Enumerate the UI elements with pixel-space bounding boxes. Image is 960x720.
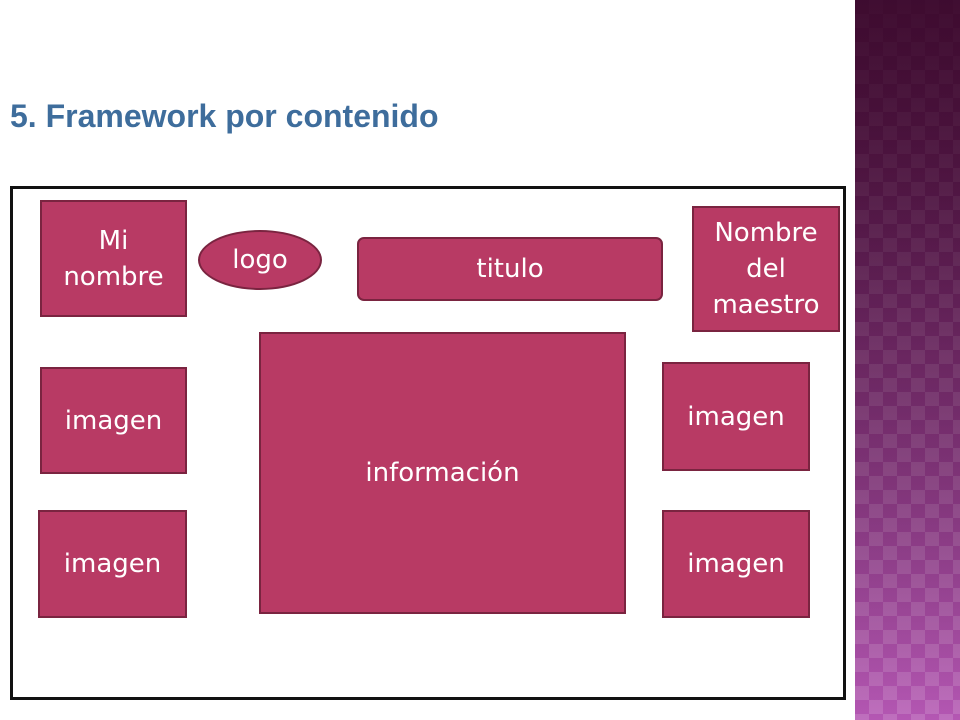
box-nombre-del-maestro: Nombre del maestro [692, 206, 840, 332]
box-imagen-left-bottom-label: imagen [63, 549, 162, 579]
box-titulo-label: titulo [476, 254, 544, 284]
box-logo-label: logo [232, 245, 288, 275]
box-mi-nombre-label: Mi nombre [63, 225, 164, 292]
slide-title: 5. Framework por contenido [10, 98, 439, 134]
box-imagen-right-bottom-label: imagen [687, 549, 785, 579]
box-mi-nombre: Mi nombre [40, 200, 187, 317]
box-titulo: titulo [357, 237, 663, 301]
box-logo: logo [198, 230, 322, 290]
box-imagen-left-bottom: imagen [38, 510, 187, 618]
box-imagen-right-top-label: imagen [687, 401, 785, 432]
box-imagen-left-top: imagen [40, 367, 187, 474]
box-imagen-right-bottom: imagen [662, 510, 810, 618]
box-imagen-right-top: imagen [662, 362, 810, 471]
box-informacion: información [259, 332, 626, 614]
decorative-side-band [855, 0, 960, 720]
box-informacion-label: información [365, 458, 520, 488]
box-nombre-del-maestro-label: Nombre del maestro [712, 218, 820, 320]
box-imagen-left-top-label: imagen [64, 405, 163, 436]
